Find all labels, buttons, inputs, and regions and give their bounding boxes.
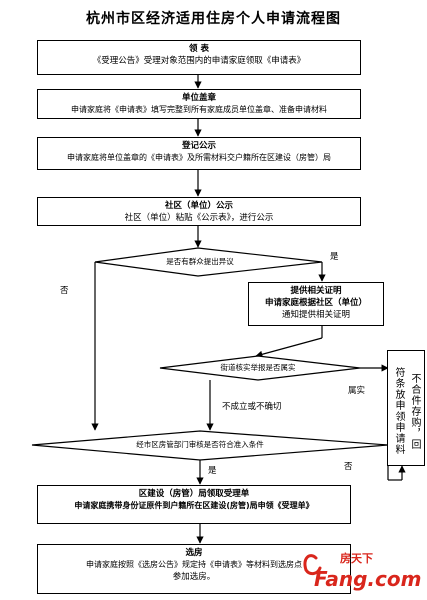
step-desc: 《受理公告》受理对象范围内的申请家庭领取《申请表》 [92,56,306,66]
proof-heading: 提供相关证明 [290,286,342,296]
fang-watermark-logo: 房天下 Fang.com [300,548,422,594]
step-desc: 申请家庭携带身份证原件到户籍所在区建设(房管)局申领《受理单》 [74,501,314,510]
step-collect-form: 领 表 《受理公告》受理对象范围内的申请家庭领取《申请表》 [37,40,361,75]
step-desc: 申请家庭按照《选房公告》规定持《申请表》等材料到选房点 [86,560,302,569]
watermark-brand-top: 房天下 [340,551,373,565]
label-yes-objection: 是 [330,252,339,262]
step-community-publicize: 社区（单位）公示 社区（单位）粘贴《公示表》，进行公示 [37,197,361,226]
step-desc: 申请家庭将《申请表》填写完整到所有家庭成员单位盖章、准备申请材料 [71,105,327,114]
step-provide-proof: 提供相关证明 申请家庭根据社区（单位） 通知提供相关证明 [248,282,384,326]
step-heading: 社区（单位）公示 [164,201,233,211]
watermark-brand-main: Fang.com [314,567,421,591]
step-heading: 单位盖章 [181,93,216,103]
step-heading: 区建设（房管）局领取受理单 [138,489,250,499]
step-desc-2: 参加选房。 [172,572,216,582]
step-register-publicize: 登记公示 申请家庭将单位盖章的《申请表》及所需材料交户籍所在区建设（房管）局 [37,137,361,170]
label-true: 属实 [348,386,366,396]
step-acceptance-slip: 区建设（房管）局领取受理单 申请家庭携带身份证原件到户籍所在区建设(房管)局申领… [37,485,351,524]
step-heading: 领 表 [189,44,209,54]
label-no-eligibility: 否 [344,462,353,472]
label-unfounded: 不成立或不确切 [222,402,282,412]
page-title: 杭州市区经济适用住房个人申请流程图 [86,11,341,27]
step-unit-stamp: 单位盖章 申请家庭将《申请表》填写完整到所有家庭成员单位盖章、准备申请材料 [37,89,361,119]
decision-objection: 是否有群众提出异议 [166,257,234,266]
fang-logo-icon: 房天下 Fang.com [303,551,421,591]
decision-eligibility: 经市区房管部门审核是否符合准入条件 [136,440,264,449]
step-desc: 申请家庭将单位盖章的《申请表》及所需材料交户籍所在区建设（房管）局 [67,153,331,162]
reject-col-right: 符条放申领申请料 [393,367,404,455]
decision-report-verify: 街道核实举报是否属实 [220,363,296,372]
step-heading: 登记公示 [181,141,216,151]
proof-line1: 申请家庭根据社区（单位） [264,298,367,308]
reject-notice-box: 符条放申领申请料 不合件存购，回 [387,350,425,466]
proof-line2: 通知提供相关证明 [281,310,350,320]
label-yes-eligibility: 是 [208,466,217,476]
step-heading: 选房 [185,548,203,558]
step-desc: 社区（单位）粘贴《公示表》，进行公示 [124,213,274,223]
step-select-house: 选房 申请家庭按照《选房公告》规定持《申请表》等材料到选房点 参加选房。 [37,544,351,594]
reject-col-left: 不合件存购，回 [409,372,420,450]
label-no-objection: 否 [60,286,69,296]
